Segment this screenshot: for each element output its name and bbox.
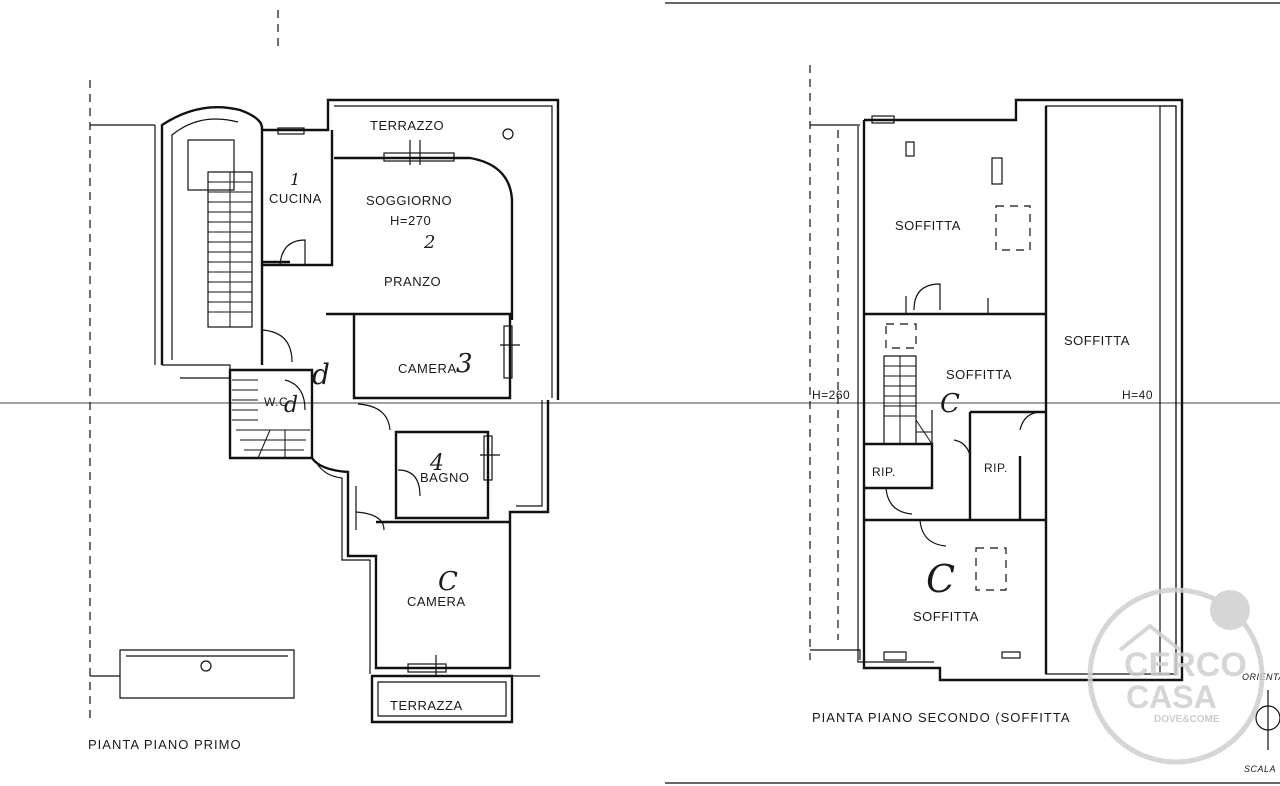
scale-label: SCALA xyxy=(1244,764,1276,774)
mark-corridor: d xyxy=(312,358,330,391)
floor2-plan xyxy=(809,65,1184,682)
floor1-plan xyxy=(89,10,560,724)
mark-wc: d xyxy=(284,393,298,418)
height-label-left: H=260 xyxy=(812,388,850,402)
room-label-terrazzo: TERRAZZO xyxy=(370,118,444,133)
room-label-cucina: CUCINA xyxy=(269,191,322,206)
watermark-line2: CASA xyxy=(1126,679,1217,715)
watermark-line1: CERCO xyxy=(1124,646,1247,684)
watermark-line3: DOVE&COME xyxy=(1154,714,1220,725)
room-label-camera-1: CAMERA xyxy=(398,361,457,376)
room-label-wc: W.C xyxy=(264,395,288,409)
room-label-soffitta-4: SOFFITTA xyxy=(1064,333,1130,348)
mark-bagno: 4 xyxy=(429,451,444,476)
mark-camera-2: C xyxy=(438,567,458,597)
room-label-soggiorno: SOGGIORNO xyxy=(366,193,452,208)
mark-camera-1: 3 xyxy=(456,349,473,379)
room-label-rip-2: RIP. xyxy=(984,461,1008,475)
room-label-terrazza: TERRAZZA xyxy=(390,698,463,713)
room-label-pranzo: PRANZO xyxy=(384,274,441,289)
room-label-camera-2: CAMERA xyxy=(407,594,466,609)
mark-soggiorno: 2 xyxy=(423,232,435,253)
floor2-title: PIANTA PIANO SECONDO (SOFFITTA xyxy=(812,710,1070,725)
mark-soffitta-3: C xyxy=(926,557,955,601)
mark-soffitta-2: C xyxy=(940,389,960,419)
floor1-title: PIANTA PIANO PRIMO xyxy=(88,737,242,752)
room-label-bagno: BAGNO xyxy=(420,470,469,485)
house-icon xyxy=(1118,623,1182,652)
mark-cucina: 1 xyxy=(290,170,300,189)
room-height-soggiorno: H=270 xyxy=(390,213,431,228)
room-label-soffitta-2: SOFFITTA xyxy=(946,367,1012,382)
room-label-soffitta-1: SOFFITTA xyxy=(895,218,961,233)
height-label-right: H=40 xyxy=(1122,388,1153,402)
watermark-logo: CERCO CASA DOVE&COME xyxy=(1087,587,1265,765)
room-label-rip-1: RIP. xyxy=(872,465,896,479)
room-label-soffitta-3: SOFFITTA xyxy=(913,609,979,624)
